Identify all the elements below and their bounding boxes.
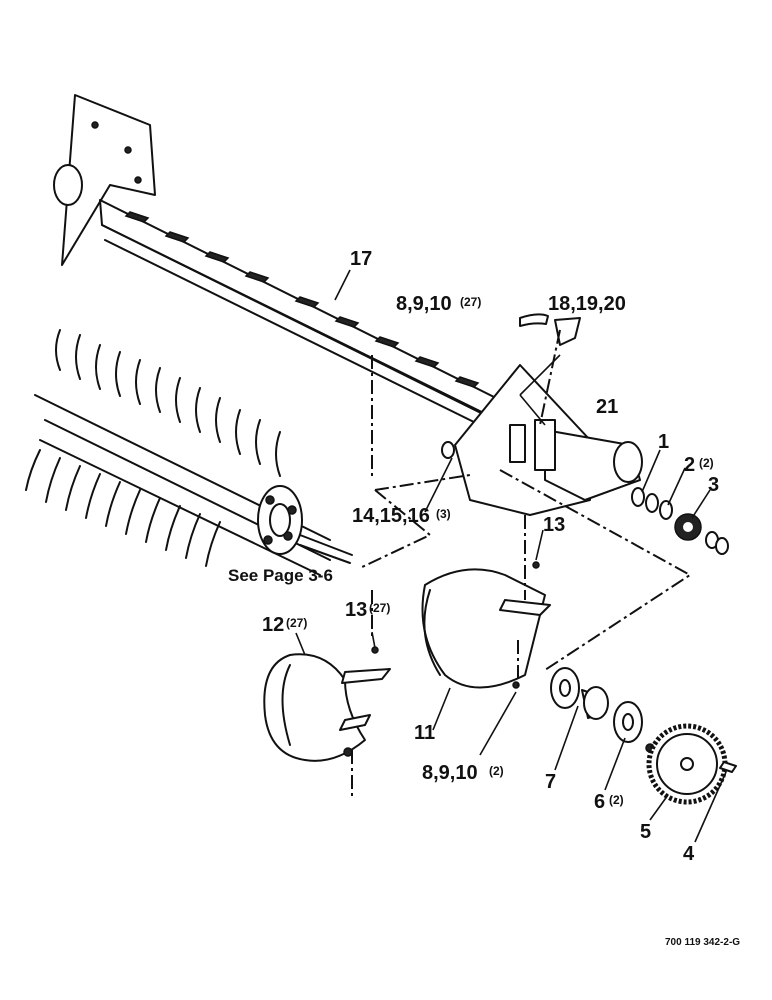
callout-2: 2 [684,454,695,476]
callout-21: 21 [596,396,618,418]
callout-6-qty: (2) [609,793,624,807]
callout-18-19-20: 18,19,20 [548,293,626,315]
callout-8-9-10-bottom-qty: (2) [489,764,504,778]
reel-tine-assembly [25,329,353,576]
callout-5: 5 [640,821,651,843]
callout-14-15-16: 14,15,16 [352,505,430,527]
assembly-lines [351,329,692,800]
callout-6: 6 [594,791,605,813]
stripper-large [421,561,551,689]
leader-lines [295,269,727,843]
reel-hub [257,485,303,555]
stripper-small [263,646,391,762]
callout-11: 11 [414,722,435,744]
callout-1: 1 [658,431,669,453]
drive-sprocket [646,723,728,805]
callout-8-9-10-top-qty: (27) [460,295,481,309]
callout-17: 17 [350,248,372,270]
callout-13-right: 13 [543,514,565,536]
callout-13-left: 13 [345,599,367,621]
drive-hardware [550,667,737,805]
drawing-code: 700 119 342-2-G [665,937,740,948]
callout-2-qty: (2) [699,456,714,470]
callout-8-9-10-top: 8,9,10 [396,293,452,315]
stripper-slots [124,211,480,388]
callout-4: 4 [683,843,695,865]
callout-13-left-qty: (27) [369,601,390,615]
callout-labels: 17 8,9,10 (27) 18,19,20 21 1 2 (2) 3 14,… [228,248,740,948]
callout-14-15-16-qty: (3) [436,507,451,521]
callout-12-qty: (27) [286,616,307,630]
reference-note: See Page 3-6 [228,566,333,585]
callout-7: 7 [545,771,556,793]
callout-3: 3 [708,474,719,496]
callout-12: 12 [262,614,284,636]
side-bracket [441,313,643,516]
stripper-bar [53,94,501,426]
callout-8-9-10-bottom: 8,9,10 [422,762,478,784]
bearing-hardware [631,487,729,555]
